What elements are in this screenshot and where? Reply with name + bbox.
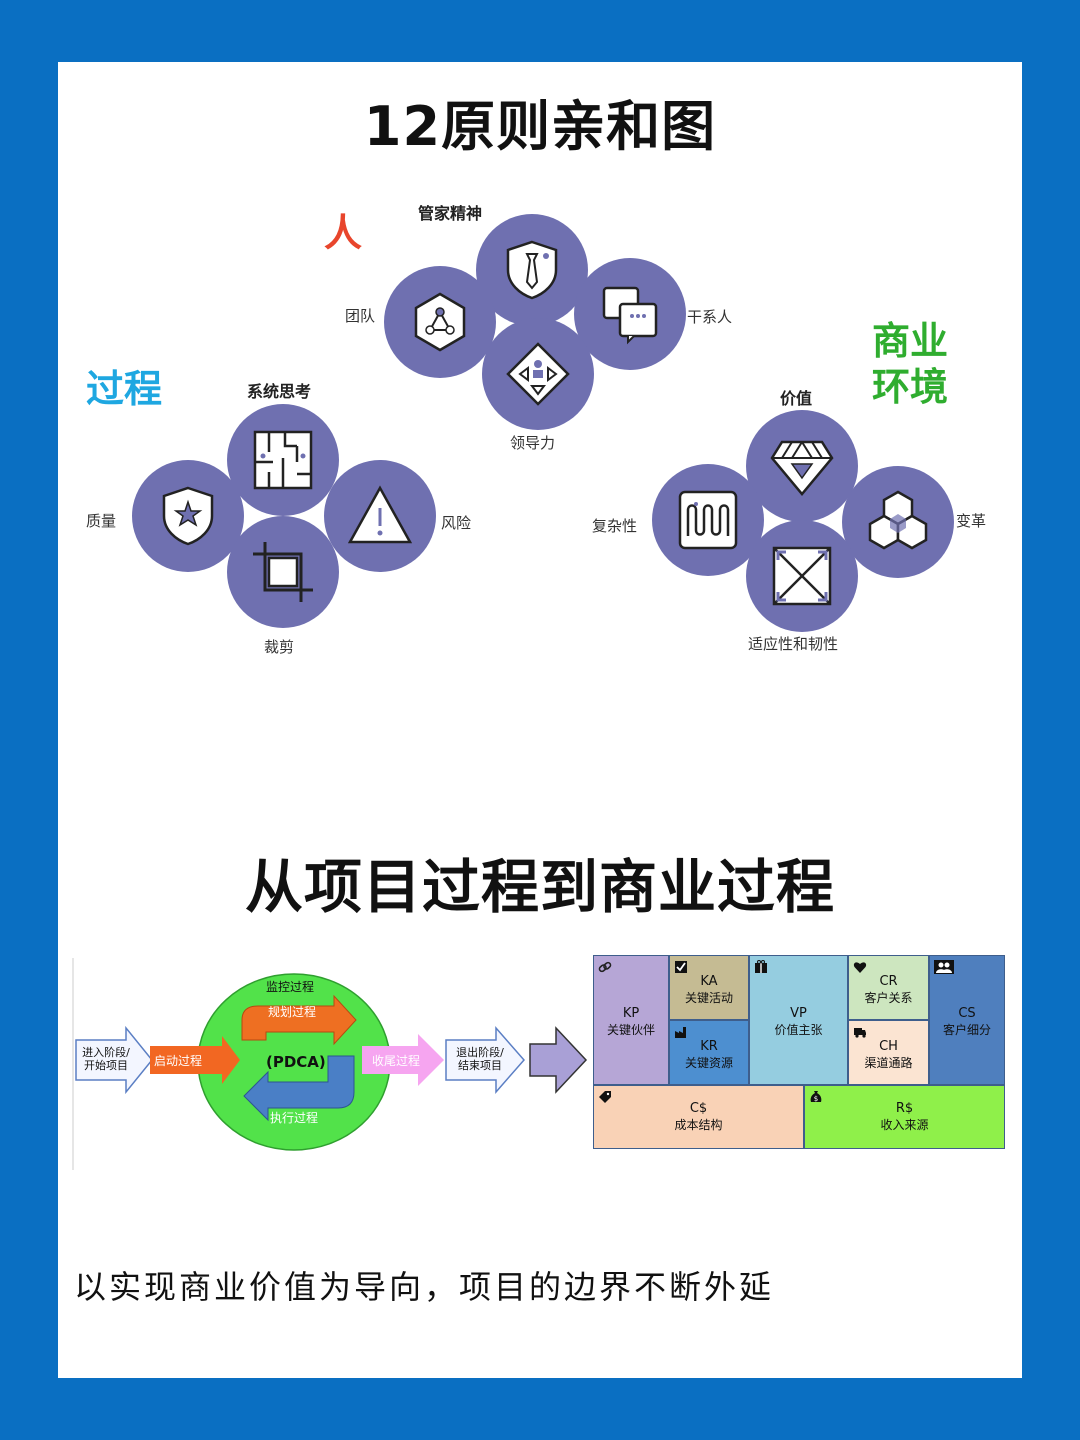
truck-icon: [854, 1028, 866, 1038]
bmc-ka-abbr: KA: [700, 974, 718, 989]
bmc-vp-abbr: VP: [790, 1006, 807, 1021]
principle-adaptability-label: 适应性和韧性: [748, 635, 839, 653]
pdca-exit-text: 退出阶段/结束项目: [456, 1046, 504, 1072]
principle-tailoring-label: 裁剪: [264, 638, 295, 656]
svg-text:$: $: [814, 1095, 818, 1103]
principle-change-label: 变革: [956, 512, 987, 530]
checkbox-icon: [675, 961, 687, 973]
bmc-key-partners: KP 关键伙伴: [593, 955, 669, 1085]
diamond-gem-icon: [770, 440, 834, 496]
people-icon: [934, 960, 954, 974]
principle-value-label: 价值: [780, 389, 813, 408]
principle-leadership: [482, 318, 594, 430]
hexagon-cubes-icon: [868, 490, 928, 550]
principle-risk: [324, 460, 436, 572]
principle-quality: [132, 460, 244, 572]
pdca-center-label: (PDCA): [266, 1053, 326, 1071]
gift-icon: [755, 960, 767, 973]
principle-quality-label: 质量: [86, 512, 117, 530]
principle-team: [384, 266, 496, 378]
principle-complexity-label: 复杂性: [592, 517, 638, 535]
link-icon: [598, 961, 612, 973]
bmc-rev-text: 收入来源: [880, 1118, 929, 1132]
cross-box-icon: [772, 546, 832, 606]
principle-leadership-label: 领导力: [510, 434, 556, 452]
bmc-cr-text: 客户关系: [864, 991, 913, 1005]
bottom-caption: 以实现商业价值为导向，项目的边界不断外延: [74, 1268, 775, 1306]
bmc-kp-abbr: KP: [622, 1006, 640, 1021]
team-network-icon: [414, 292, 466, 352]
principle-adaptability: [746, 520, 858, 632]
group-process-label: 过程: [86, 367, 163, 411]
bmc-kr-abbr: KR: [700, 1039, 718, 1054]
pdca-initiating-label: 启动过程: [154, 1054, 203, 1068]
group-business-label: 商业 环境: [872, 318, 948, 410]
pdca-enter-label: 进入阶段/开始项目: [78, 1046, 134, 1072]
principle-stakeholders: [574, 258, 686, 370]
pdca-enter-text: 进入阶段/开始项目: [82, 1046, 130, 1072]
principle-risk-label: 风险: [441, 514, 472, 532]
bmc-vp-text: 价值主张: [774, 1023, 823, 1037]
group-business-line2: 环境: [872, 365, 949, 409]
principle-stewardship-label: 管家精神: [418, 204, 483, 223]
bmc-customer-relationships: CR 客户关系: [848, 955, 929, 1020]
bmc-value-proposition: VP 价值主张: [749, 955, 848, 1085]
direction-diamond-icon: [506, 342, 570, 406]
affinity-title: 12原则亲和图: [363, 95, 717, 158]
principle-stakeholders-label: 干系人: [687, 308, 733, 326]
principle-complexity: [652, 464, 764, 576]
bmc-customer-segments: CS 客户细分: [929, 955, 1005, 1085]
bmc-cost-abbr: C$: [689, 1101, 708, 1116]
principle-value: [746, 410, 858, 522]
factory-icon: [675, 1027, 686, 1038]
bmc-kr-text: 关键资源: [684, 1056, 733, 1070]
bmc-ka-text: 关键活动: [684, 991, 733, 1005]
chat-bubbles-icon: [602, 286, 658, 345]
wave-signal-icon: [678, 490, 738, 550]
price-tag-icon: [599, 1091, 611, 1103]
bmc-revenue-streams: $ R$ 收入来源: [804, 1085, 1005, 1149]
principle-team-label: 团队: [345, 307, 376, 325]
shield-tie-icon: [506, 240, 558, 300]
bmc-kp-text: 关键伙伴: [606, 1023, 655, 1037]
heart-icon: [853, 962, 867, 973]
bmc-cs-abbr: CS: [958, 1006, 976, 1021]
group-business-line1: 商业: [872, 319, 949, 363]
bmc-key-activities: KA 关键活动: [669, 955, 749, 1020]
pdca-planning-label: 规划过程: [268, 1005, 317, 1019]
bmc-channels: CH 渠道通路: [848, 1020, 929, 1085]
maze-icon: [253, 430, 313, 490]
group-people-label: 人: [324, 211, 363, 255]
principle-stewardship: [476, 214, 588, 326]
principle-tailoring: [227, 516, 339, 628]
bmc-cost-text: 成本结构: [674, 1118, 723, 1132]
pdca-exit-label: 退出阶段/结束项目: [452, 1046, 508, 1072]
bmc-cs-text: 客户细分: [942, 1023, 991, 1037]
money-bag-icon: $: [810, 1091, 822, 1103]
warning-triangle-icon: [348, 485, 412, 544]
principle-systems-thinking-label: 系统思考: [247, 382, 312, 401]
bmc-cr-abbr: CR: [879, 974, 898, 989]
bmc-key-resources: KR 关键资源: [669, 1020, 749, 1085]
crop-icon: [253, 542, 313, 602]
pdca-monitoring-label: 监控过程: [266, 980, 315, 994]
bmc-rev-abbr: R$: [895, 1101, 914, 1116]
bmc-ch-text: 渠道通路: [864, 1056, 913, 1070]
principle-change: [842, 466, 954, 578]
pdca-executing-label: 执行过程: [270, 1111, 319, 1125]
pdca-diagram: [72, 958, 588, 1170]
shield-star-icon: [162, 486, 214, 546]
bmc-ch-abbr: CH: [879, 1039, 898, 1054]
process-title: 从项目过程到商业过程: [244, 853, 835, 921]
principle-systems-thinking: [227, 404, 339, 516]
pdca-closing-label: 收尾过程: [372, 1054, 421, 1068]
bmc-cost-structure: C$ 成本结构: [593, 1085, 804, 1149]
